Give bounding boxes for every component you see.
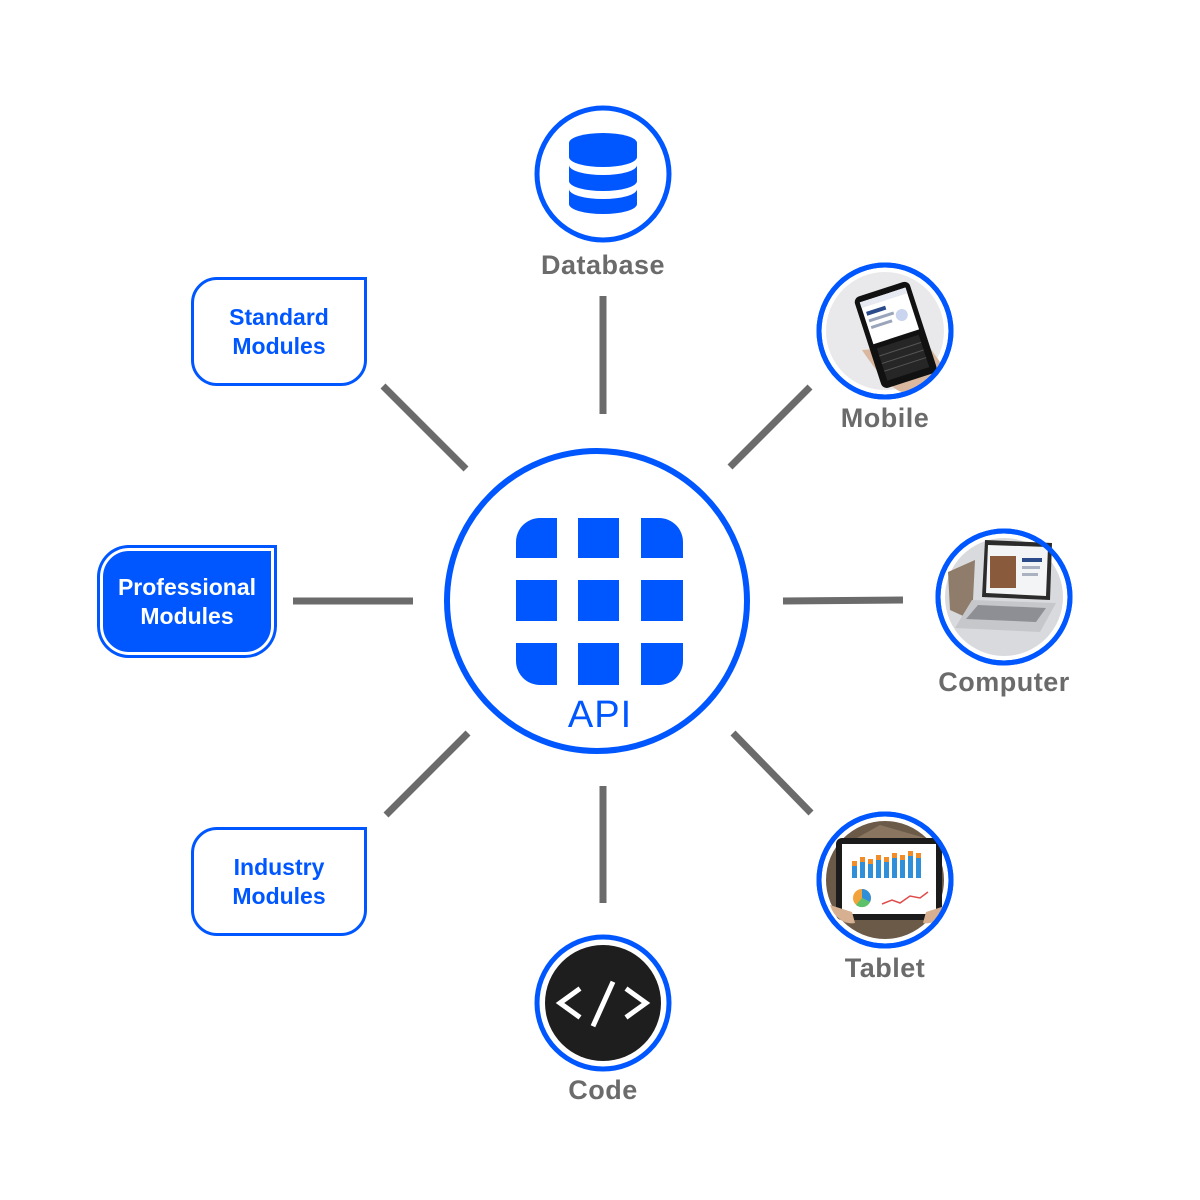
connector-computer [782, 596, 904, 605]
code-label: Code [568, 1075, 638, 1105]
standard-modules-box[interactable]: Standard Modules [191, 277, 367, 386]
computer-label: Computer [938, 667, 1070, 697]
code-icon [555, 980, 651, 1028]
connector-mobile [727, 384, 813, 470]
tablet-chart-photo [830, 825, 948, 924]
mobile-node [816, 262, 954, 400]
database-label: Database [540, 250, 666, 280]
tablet-node [816, 811, 954, 949]
code-node [534, 934, 672, 1072]
mobile-label: Mobile [840, 403, 930, 433]
professional-modules-line2: Modules [140, 602, 234, 629]
database-icon [569, 133, 637, 214]
standard-modules-line1: Standard [229, 303, 329, 330]
app-grid-icon [516, 518, 683, 685]
industry-modules-box[interactable]: Industry Modules [191, 827, 367, 936]
connector-industry [383, 730, 471, 818]
computer-node [935, 528, 1073, 666]
tablet-label: Tablet [844, 953, 926, 983]
industry-modules-line1: Industry [233, 853, 325, 880]
industry-modules-line2: Modules [232, 882, 326, 909]
professional-modules-box[interactable]: Professional Modules [103, 551, 271, 652]
api-label: API [568, 694, 632, 736]
standard-modules-line2: Modules [232, 332, 326, 359]
api-hub: API [444, 448, 750, 754]
laptop-photo [948, 540, 1056, 632]
professional-modules-line1: Professional [117, 573, 257, 600]
database-node [534, 105, 672, 243]
smartphone-photo [854, 281, 940, 393]
connector-standard [380, 383, 469, 472]
connector-tablet [730, 730, 814, 816]
